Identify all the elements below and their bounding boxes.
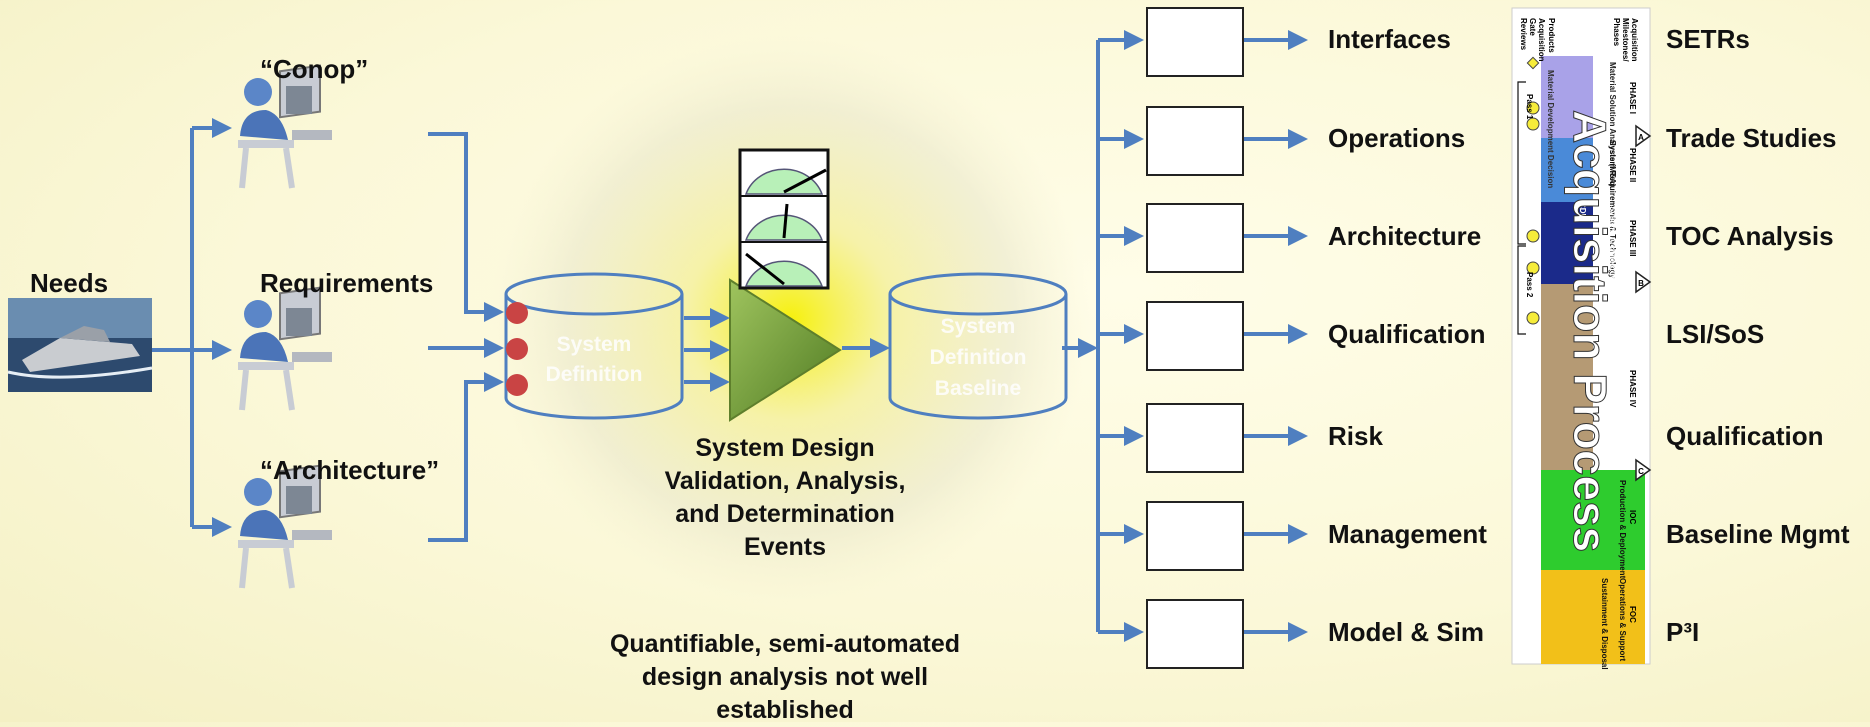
events-line4: Events [744, 533, 826, 561]
analysis-events-text: System Design Validation, Analysis, and … [630, 432, 940, 564]
foc-label: FOC [1628, 606, 1637, 623]
right-setrs: SETRs [1666, 24, 1750, 54]
ship-image [7, 298, 153, 392]
phase-4-label: PHASE IV [1628, 370, 1637, 408]
empty-box-3 [1146, 203, 1244, 273]
milestone-a: A [1638, 133, 1644, 142]
events-line3: and Determination [675, 500, 895, 528]
needs-label: Needs [30, 268, 109, 298]
segment-operations: Operations & Support [1618, 578, 1627, 661]
output-architecture: Architecture [1328, 221, 1482, 251]
output-interfaces: Interfaces [1328, 24, 1451, 54]
segment-production: Production & Deployment [1618, 480, 1627, 579]
right-trade-studies: Trade Studies [1666, 123, 1837, 153]
events-line1: System Design [695, 434, 875, 462]
output-connectors [1098, 30, 1308, 642]
pass-1-label: Pass 1 [1525, 94, 1534, 120]
output-model-sim: Model & Sim [1328, 617, 1485, 647]
input-dot-1 [506, 302, 528, 324]
system-definition-database: System Definition [504, 272, 684, 420]
input-dot-2 [506, 338, 528, 360]
note-line3: established [716, 696, 854, 724]
acq-products-line2: Acquisition [1537, 18, 1546, 62]
conop-label: “Conop” [260, 54, 369, 84]
db-right-line2: Definition [930, 346, 1027, 369]
segment-sat: System Architecture & Technology [1608, 206, 1617, 339]
right-p3i: P³I [1666, 617, 1700, 647]
acq-products-line3: Gate [1528, 18, 1537, 36]
pass-2-label: Pass 2 [1525, 272, 1534, 298]
segment-sustainment: Sustainment & Disposal [1600, 578, 1609, 670]
input-dot-3 [506, 374, 528, 396]
acquisition-process-chart: A B C Acquisition Milestones/ Phases Pro… [1511, 7, 1652, 670]
mdd-label: Material Development Decision [1546, 70, 1555, 188]
note-line1: Quantifiable, semi-automated [609, 630, 961, 658]
segment-emd: Engineering & Manufacturing Development [1608, 290, 1617, 454]
db-left-line2: Definition [546, 363, 643, 386]
phase-2-label: PHASE II [1628, 148, 1637, 182]
output-operations: Operations [1328, 123, 1466, 153]
right-lsi-sos: LSI/SoS [1666, 319, 1765, 349]
right-qualification: Qualification [1666, 421, 1824, 451]
acq-products-line4: Reviews [1519, 18, 1528, 51]
right-toc-analysis: TOC Analysis [1666, 221, 1834, 251]
gauges-icon [738, 148, 830, 290]
architecture-input-label: “Architecture” [260, 455, 440, 485]
empty-box-5 [1146, 403, 1244, 473]
note-line2: design analysis not well [641, 663, 929, 691]
cdd-label: CDD [1578, 202, 1587, 220]
acq-header-line2: Milestones/ [1621, 18, 1630, 62]
db-right-line3: Baseline [935, 377, 1021, 400]
db-left-line1: System [557, 333, 632, 356]
empty-box-1 [1146, 7, 1244, 77]
design-analysis-note: Quantifiable, semi-automated design anal… [570, 628, 1000, 727]
acq-header-line1: Acquisition [1630, 18, 1639, 62]
acquisition-process-title: Acquisition Process [1564, 110, 1616, 552]
milestone-b: B [1638, 279, 1644, 288]
person-computer-icon-architecture [238, 464, 332, 589]
requirements-label: Requirements [260, 268, 434, 298]
phase-1-label: PHASE I [1628, 82, 1637, 114]
db-right-line1: System [941, 315, 1016, 338]
output-management: Management [1328, 519, 1487, 549]
acq-products-line1: Products [1547, 18, 1556, 53]
empty-box-6 [1146, 501, 1244, 571]
empty-box-2 [1146, 106, 1244, 176]
system-definition-baseline-database: System Definition Baseline [888, 272, 1068, 420]
acq-header-line3: Phases [1612, 18, 1621, 47]
segment-msa: Material Solution Analysis (MSA) [1608, 62, 1617, 187]
person-computer-icon-conop [238, 64, 332, 189]
person-computer-icon-requirements [238, 286, 332, 411]
events-line2: Validation, Analysis, [664, 467, 906, 495]
phase-3-label: PHASE III [1628, 220, 1637, 256]
analysis-triangle [729, 278, 842, 422]
empty-box-4 [1146, 301, 1244, 371]
output-qualification: Qualification [1328, 319, 1486, 349]
ioc-label: IOC [1628, 510, 1637, 524]
segment-srt: System Requirements & Technology [1608, 140, 1617, 279]
empty-box-7 [1146, 599, 1244, 669]
milestone-c: C [1638, 467, 1644, 476]
right-baseline-mgmt: Baseline Mgmt [1666, 519, 1850, 549]
output-risk: Risk [1328, 421, 1383, 451]
